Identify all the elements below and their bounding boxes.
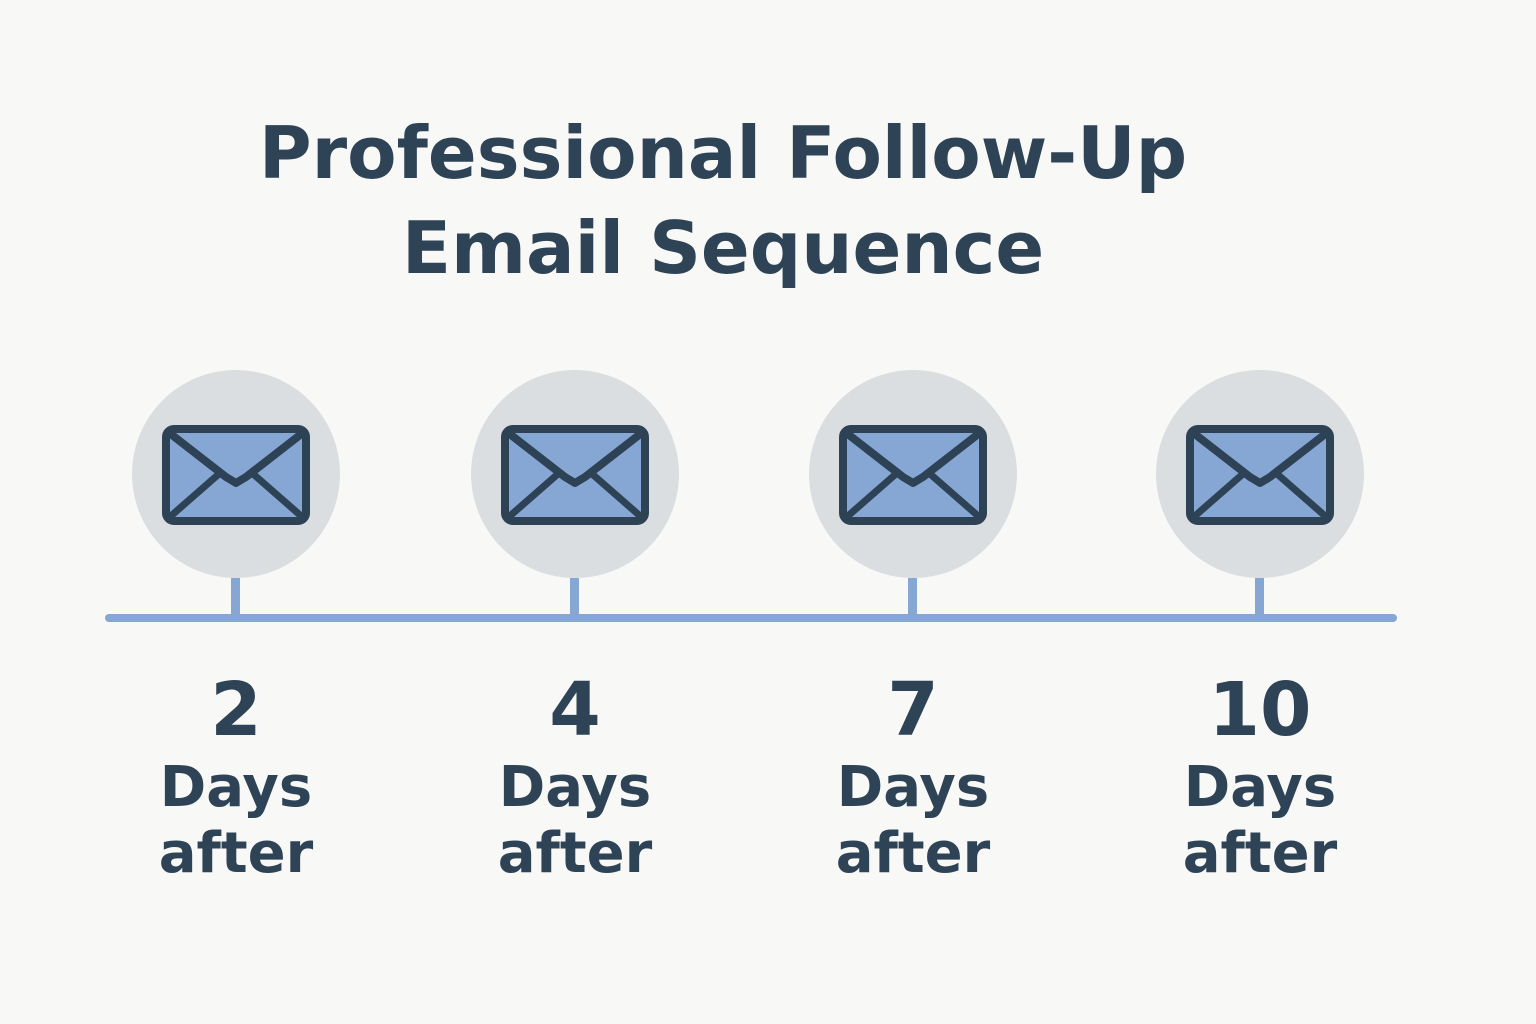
envelope-svg (501, 425, 649, 525)
step-node (471, 370, 679, 578)
step-day-number: 7 (887, 667, 939, 753)
step-day-number: 10 (1208, 667, 1312, 753)
envelope-svg (162, 425, 310, 525)
step-node (132, 370, 340, 578)
step-connector (570, 578, 579, 618)
step-label-line-1: Days (1183, 755, 1337, 820)
diagram-title: Professional Follow-Up Email Sequence (0, 106, 1446, 296)
step-label-line-2: after (835, 821, 991, 886)
step-connector (1255, 578, 1264, 618)
timeline-rail (105, 614, 1397, 622)
envelope-svg (1186, 425, 1334, 525)
step-day-number: 2 (210, 667, 262, 753)
step-label-line-2: after (158, 821, 314, 886)
step-day-number: 4 (549, 667, 601, 753)
envelope-svg (839, 425, 987, 525)
step-connector (908, 578, 917, 618)
step-connector (231, 578, 240, 618)
step-label-line-1: Days (836, 755, 990, 820)
step-label-line-2: after (1182, 821, 1338, 886)
step-label-line-2: after (497, 821, 653, 886)
step-node (809, 370, 1017, 578)
step-label-line-1: Days (498, 755, 652, 820)
title-line-1: Professional Follow-Up (258, 111, 1188, 195)
title-line-2: Email Sequence (401, 206, 1045, 290)
step-label-line-1: Days (159, 755, 313, 820)
step-node (1156, 370, 1364, 578)
